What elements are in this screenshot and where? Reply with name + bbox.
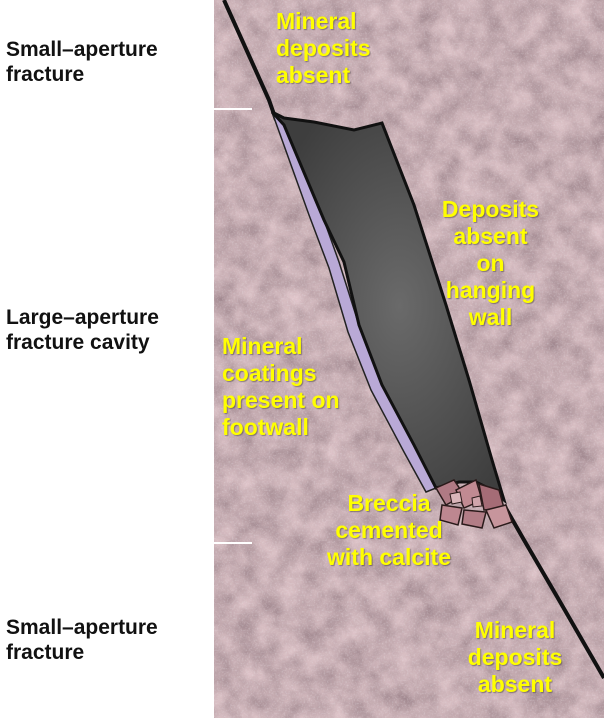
note-deposits-absent-hanging-wall: Deposits absent on hanging wall [408, 196, 573, 331]
note-mineral-deposits-absent-bottom: Mineral deposits absent [455, 617, 575, 698]
note-breccia-cemented-calcite: Breccia cemented with calcite [314, 490, 464, 571]
label-small-aperture-fracture-bottom: Small–aperture fracture [6, 615, 158, 665]
boundary-tick-bottom [212, 542, 252, 544]
boundary-tick-top [212, 108, 252, 110]
label-large-aperture-fracture-cavity: Large–aperture fracture cavity [6, 305, 159, 355]
note-mineral-deposits-absent-top: Mineral deposits absent [276, 8, 371, 89]
note-mineral-coatings-footwall: Mineral coatings present on footwall [222, 333, 340, 441]
label-small-aperture-fracture-top: Small–aperture fracture [6, 37, 158, 87]
breccia-fragment [462, 510, 486, 528]
breccia-fragment [472, 496, 482, 507]
